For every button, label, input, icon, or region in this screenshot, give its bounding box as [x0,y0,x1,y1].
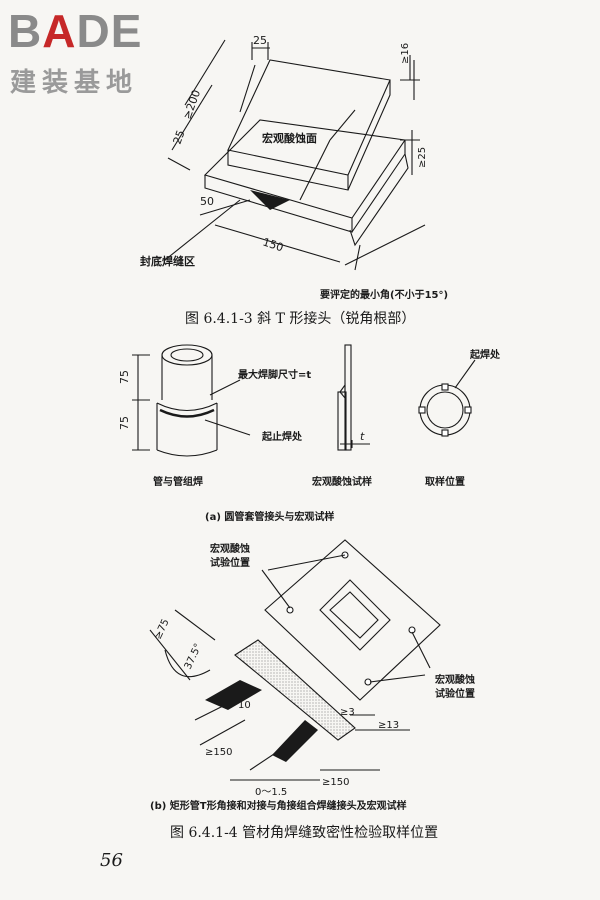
label-start: 起焊处 [469,348,501,361]
dim-13: ≥13 [378,720,399,731]
label-etch-face: 宏观酸蚀面 [262,131,317,145]
site-logo: BADE 建装基地 [8,5,178,98]
caption-fig-6-4-1-3: 图 6.4.1-3 斜 T 形接头（锐角根部） [185,311,416,327]
dim-0-15: 0～1.5 [255,787,287,798]
label-seal-weld: 封底焊缝区 [140,254,195,268]
fig-pipe-sleeve-joint [132,344,476,457]
label-test-right-1: 宏观酸蚀 [435,673,475,686]
dim-25-left: 25 [171,128,188,146]
dim-150-left: ≥150 [205,747,232,758]
logo-chinese-text: 建装基地 [10,68,139,98]
fig-skewed-t-joint [164,39,426,271]
caption-pipe: 管与管组焊 [153,475,203,488]
subcaption-b: (b) 矩形管T形角接和对接与角接组合焊缝接头及宏观试样 [150,801,407,812]
dim-75-bottom: 75 [118,416,131,430]
label-start-stop: 起止焊处 [261,430,303,443]
dim-75-top: 75 [118,370,131,384]
dim-16: ≥16 [400,43,411,64]
label-test-top-1: 宏观酸蚀 [210,542,250,555]
dim-150-right: ≥150 [322,777,349,788]
seal-weld-mark [250,190,290,210]
page-number: 56 [100,850,123,871]
fig-rect-tube-joint [149,539,441,781]
logo-wordmark: BADE [8,5,143,57]
dim-angle: 37.5° [183,642,204,671]
label-test-right-2: 试验位置 [435,687,475,700]
label-max-leg: 最大焊脚尺寸=t [238,368,311,381]
caption-specimen: 宏观酸蚀试样 [312,475,372,488]
dim-75: ≥75 [153,617,172,641]
caption-location: 取样位置 [425,475,465,488]
dim-10: 10 [238,700,251,711]
dim-50: 50 [200,195,214,208]
subcaption-a: (a) 圆管套管接头与宏观试样 [205,512,335,523]
dim-25-right: ≥25 [417,147,428,168]
label-min-angle: 要评定的最小角(不小于15°) [320,288,448,301]
dim-t: t [360,430,365,443]
dim-25-top: 25 [253,34,267,47]
caption-fig-6-4-1-4: 图 6.4.1-4 管材角焊缝致密性检验取样位置 [170,825,439,841]
label-test-top-2: 试验位置 [210,556,250,569]
dim-150: 150 [261,235,285,254]
dim-3: ≥3 [340,707,355,718]
